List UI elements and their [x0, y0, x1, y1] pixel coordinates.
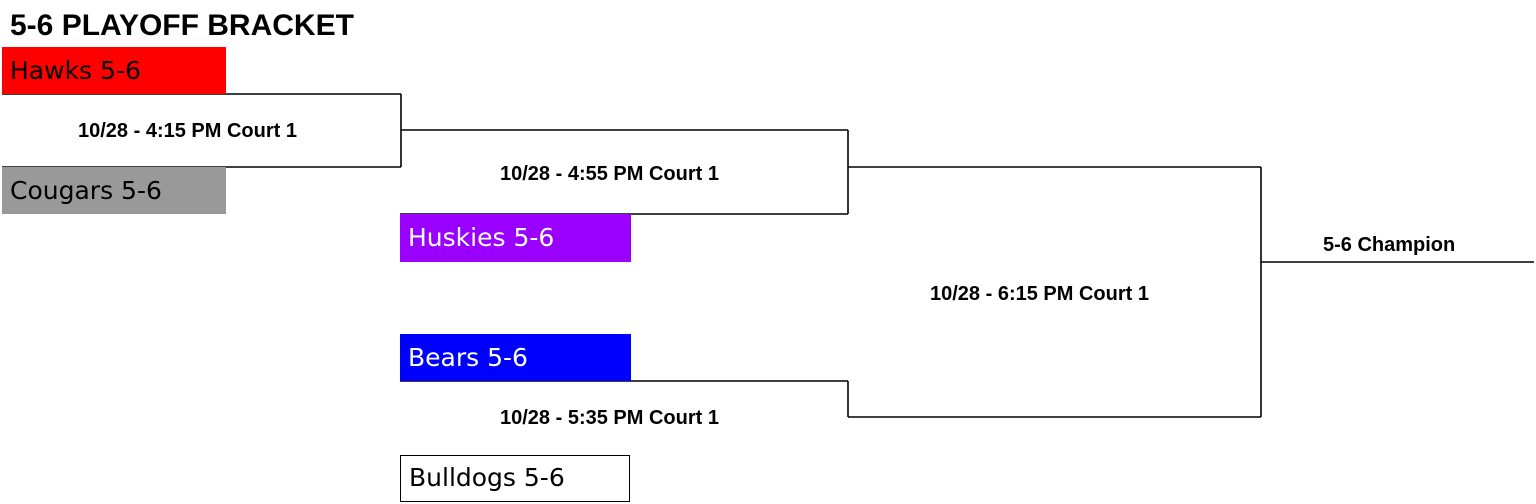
game-3-label: 10/28 - 5:35 PM Court 1 [500, 407, 719, 429]
team-huskies: Huskies 5-6 [400, 214, 631, 262]
final-game-label: 10/28 - 6:15 PM Court 1 [930, 283, 1149, 305]
team-bulldogs: Bulldogs 5-6 [400, 455, 630, 502]
champion-label: 5-6 Champion [1323, 234, 1456, 256]
team-bears: Bears 5-6 [400, 334, 631, 381]
game-1-label: 10/28 - 4:15 PM Court 1 [78, 120, 297, 142]
bracket-title: 5-6 PLAYOFF BRACKET [10, 9, 354, 42]
team-cougars: Cougars 5-6 [2, 167, 226, 214]
team-hawks: Hawks 5-6 [2, 47, 226, 94]
game-2-label: 10/28 - 4:55 PM Court 1 [500, 163, 719, 185]
